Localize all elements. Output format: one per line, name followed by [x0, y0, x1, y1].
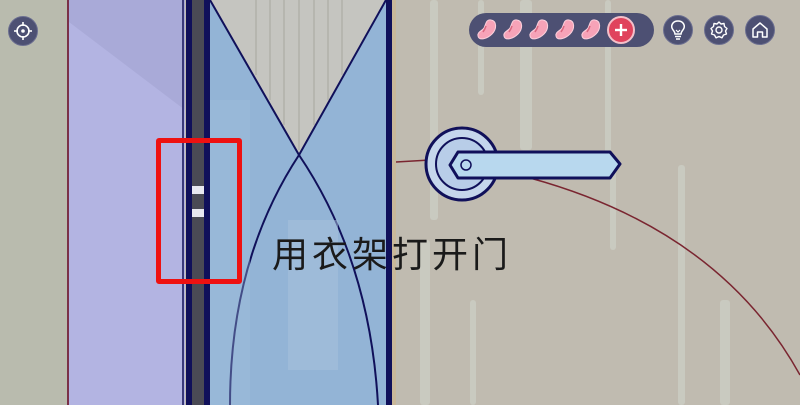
wall-drip — [605, 0, 611, 160]
glass-pattern — [210, 0, 386, 405]
closet-frame-line — [67, 0, 69, 405]
wall-drip — [678, 165, 685, 405]
wall-drip — [430, 0, 438, 220]
settings-button[interactable] — [704, 15, 734, 45]
bean-icon — [475, 17, 499, 43]
wall-drip — [478, 0, 484, 95]
closet-edge — [182, 0, 184, 405]
crosshair-icon — [14, 22, 32, 40]
plus-icon — [615, 24, 627, 36]
bean-icon — [527, 17, 551, 43]
locate-button[interactable] — [8, 16, 38, 46]
gear-icon — [710, 21, 728, 39]
wall-drip — [610, 170, 616, 250]
door-frame-right — [386, 0, 392, 405]
door-frame-inner — [204, 0, 210, 405]
hint-button[interactable] — [663, 15, 693, 45]
bean-icon — [501, 17, 525, 43]
latch-bolt-top[interactable] — [192, 186, 204, 194]
target-highlight-box — [156, 138, 242, 284]
closet-shade — [69, 0, 185, 110]
bean-icon — [579, 17, 603, 43]
door-gap — [192, 0, 204, 405]
home-button[interactable] — [745, 15, 775, 45]
door-frame-left — [186, 0, 196, 405]
door-handle[interactable] — [420, 120, 630, 210]
hint-text: 用衣架打开门 — [272, 235, 513, 276]
wall-drip — [720, 300, 730, 405]
lightbulb-icon — [671, 20, 685, 40]
wall-drip — [420, 240, 430, 405]
add-energy-button[interactable] — [607, 16, 635, 44]
closet-panel — [69, 0, 185, 405]
latch-bolt-bottom[interactable] — [192, 209, 204, 217]
energy-bar — [469, 13, 654, 47]
left-wall — [0, 0, 68, 405]
wall-drip — [470, 300, 476, 405]
door-frame-trim — [392, 0, 396, 405]
home-icon — [752, 22, 768, 38]
bean-icon — [553, 17, 577, 43]
